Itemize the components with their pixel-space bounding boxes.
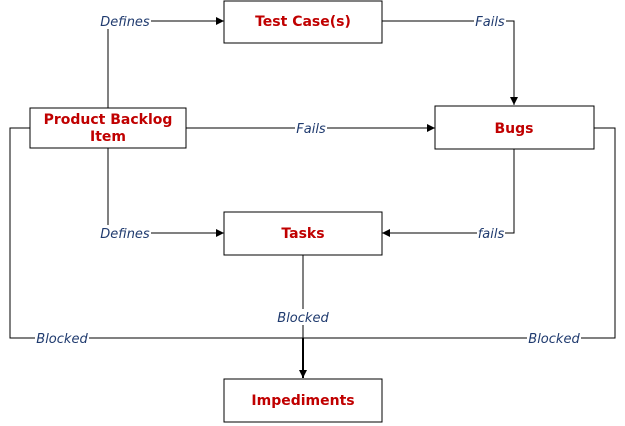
edge-label-pbi-defines-test-cases: Defines — [100, 15, 150, 30]
edge-label-group-pbi-defines-tasks: Defines — [99, 225, 151, 242]
edge-label-group-test-cases-fails-bugs: Fails — [474, 13, 506, 30]
node-test-cases: Test Case(s) — [223, 0, 383, 44]
node-pbi-label-line1: Product Backlog — [44, 112, 173, 128]
edge-label-group-pbi-blocked-impediments: Blocked — [35, 330, 89, 347]
node-test-cases-label: Test Case(s) — [255, 14, 351, 30]
edge-label-tasks-blocked-impediments: Blocked — [277, 311, 329, 326]
edge-label-pbi-fails-bugs: Fails — [296, 122, 326, 137]
edge-bugs-blocked-impediments — [303, 127, 616, 339]
node-tasks: Tasks — [223, 211, 383, 256]
edge-label-bugs-blocked-impediments: Blocked — [528, 332, 580, 347]
edge-bugs-fails-tasks — [382, 149, 515, 237]
edge-label-group-bugs-blocked-impediments: Blocked — [527, 330, 581, 347]
node-impediments: Impediments — [223, 378, 383, 423]
edge-pbi-blocked-impediments — [9, 127, 303, 339]
edge-label-pbi-defines-tasks: Defines — [100, 227, 150, 242]
edge-label-test-cases-fails-bugs: Fails — [475, 15, 505, 30]
edge-test-cases-fails-bugs — [382, 20, 518, 105]
edge-label-pbi-blocked-impediments: Blocked — [36, 332, 88, 347]
node-impediments-label: Impediments — [251, 393, 354, 409]
edge-pbi-defines-tasks — [107, 148, 224, 237]
edge-pbi-defines-test-cases — [107, 17, 224, 108]
edge-label-group-bugs-fails-tasks: fails — [477, 225, 505, 242]
edge-label-group-tasks-blocked-impediments: Blocked — [276, 309, 330, 326]
node-product-backlog-item: Product Backlog Item — [29, 107, 187, 149]
edge-label-group-pbi-fails-bugs: Fails — [295, 120, 327, 137]
node-bugs-label: Bugs — [495, 121, 534, 137]
edge-label-group-pbi-defines-test-cases: Defines — [99, 13, 151, 30]
edge-label-bugs-fails-tasks: fails — [478, 227, 505, 242]
node-pbi-label-line2: Item — [90, 129, 126, 145]
node-tasks-label: Tasks — [281, 226, 324, 242]
node-bugs: Bugs — [434, 105, 595, 150]
